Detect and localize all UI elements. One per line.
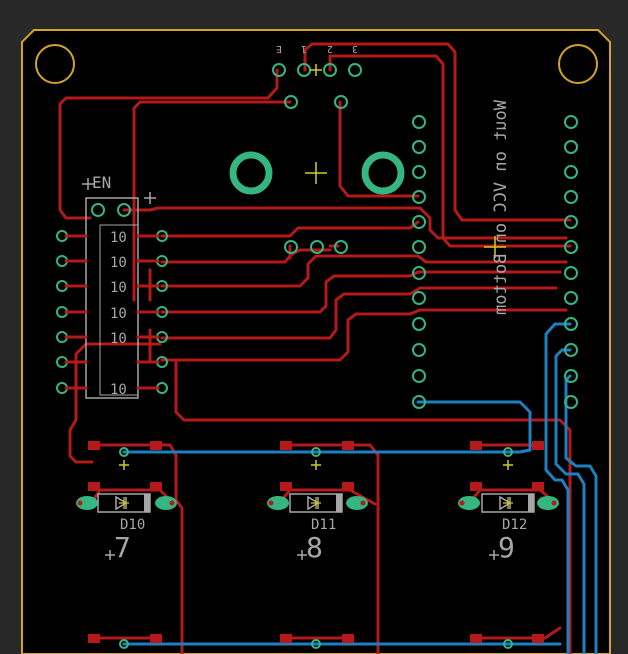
chip-label-2: 10 [110, 280, 127, 296]
top-header [272, 63, 362, 77]
mcu-origin-cross [484, 236, 506, 258]
chip-label-5: 10 [110, 382, 127, 398]
via [284, 95, 298, 109]
switch-pad-left [229, 151, 273, 195]
header-pin-labels: E 1 2 3 [276, 43, 358, 54]
chip-outline [82, 178, 156, 399]
chip-label-1: 10 [110, 255, 127, 271]
bottom-copper-traces [122, 322, 598, 654]
mounting-hole-right [558, 44, 598, 84]
origin-cross [305, 162, 327, 184]
via [334, 240, 348, 254]
key-9-label: 9 [498, 531, 515, 564]
key-8-cross [297, 550, 307, 560]
chip-label-0: 10 [110, 230, 127, 246]
header-pin-label-0: E [276, 43, 282, 54]
chip-label-3: 10 [110, 306, 127, 322]
mcu-right-column [564, 115, 578, 409]
key-7-cross [105, 550, 115, 560]
mirrored-bottom-text: Wout on VCC on Bottom [491, 100, 511, 315]
key-8-label: 8 [306, 531, 323, 564]
header-pin-label-1: 1 [301, 43, 307, 54]
d12-label: D12 [502, 517, 527, 533]
chip-top-pad [91, 203, 105, 217]
header-pin-label-3: 3 [352, 43, 358, 54]
en-label: EN [92, 173, 111, 192]
chip-row-traces [64, 234, 160, 390]
key-9-cross [489, 550, 499, 560]
top-copper-traces [58, 42, 572, 654]
header-pin-label-2: 2 [327, 43, 333, 54]
via [284, 240, 298, 254]
d11-label: D11 [311, 517, 336, 533]
d10-label: D10 [120, 517, 145, 533]
smd-pads-row1 [88, 441, 544, 470]
mounting-hole-left [35, 44, 75, 84]
chip-top-pad [117, 203, 131, 217]
diode-d12 [458, 482, 559, 513]
switch-pad-right [361, 151, 405, 195]
via [334, 95, 348, 109]
chip-label-4: 10 [110, 331, 127, 347]
mcu-left-column [412, 115, 426, 409]
diode-d11 [267, 482, 368, 513]
key-7-label: 7 [114, 531, 131, 564]
diode-d10 [76, 482, 177, 513]
smd-pads-row2 [88, 634, 544, 649]
via [310, 240, 324, 254]
chip-labels: 10 10 10 10 10 10 [110, 230, 127, 398]
